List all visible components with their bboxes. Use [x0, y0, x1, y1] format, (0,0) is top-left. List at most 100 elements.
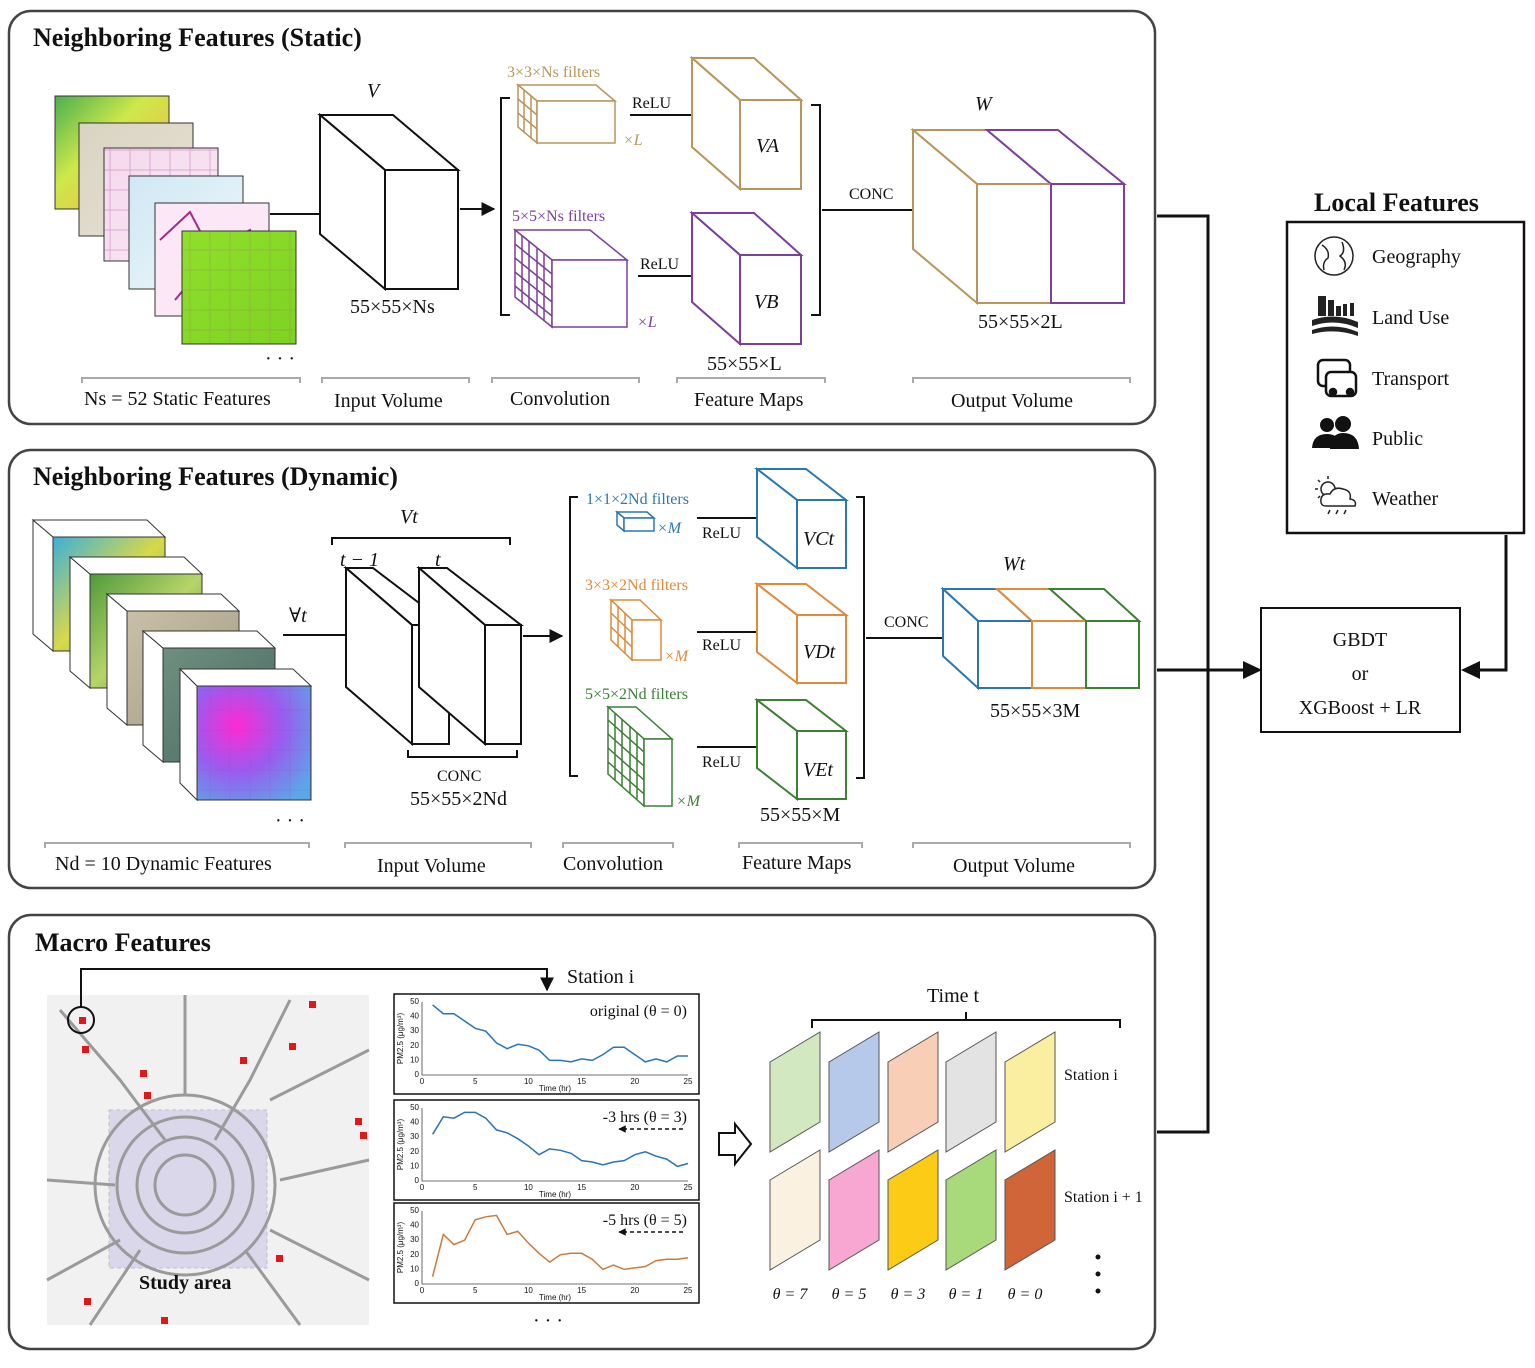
dynamic-cap-input: Input Volume — [377, 855, 486, 877]
station-tile — [828, 1031, 880, 1153]
arrow-to-model — [1243, 661, 1262, 679]
static-feature-maps — [54, 95, 297, 345]
y-tick-label: 10 — [410, 1055, 419, 1064]
series-line — [431, 1111, 689, 1168]
theta-label: θ = 3 — [891, 1286, 926, 1303]
static-output-volume — [910, 127, 1127, 306]
dynamic-filter-e — [606, 705, 674, 808]
macro-panel — [7, 913, 1157, 1351]
theta-label: θ = 1 — [949, 1286, 984, 1303]
local-item-weather: Weather — [1372, 488, 1438, 510]
x-tick-label: 25 — [684, 1183, 693, 1192]
station-tile — [945, 1031, 997, 1153]
dynamic-fm-bracket — [856, 496, 865, 779]
static-VA-label: VA — [756, 135, 780, 157]
study-area-label: Study area — [139, 1272, 231, 1294]
x-tick-label: 5 — [473, 1286, 478, 1295]
static-filter-a-label: 3×3×Ns filters — [507, 64, 600, 81]
model-line2: or — [1352, 663, 1369, 685]
y-tick-label: 50 — [410, 1206, 419, 1215]
static-times-l-a: ×L — [623, 132, 643, 149]
y-tick-label: 0 — [415, 1176, 420, 1185]
y-tick-label: 30 — [410, 1235, 419, 1244]
dynamic-Wt-label: Wt — [1003, 553, 1026, 575]
y-tick-label: 20 — [410, 1250, 419, 1259]
y-tick-label: 10 — [410, 1161, 419, 1170]
static-input-volume — [317, 112, 461, 292]
y-axis-label: PM2.5 (μg/m³) — [396, 1119, 405, 1171]
static-conc: CONC — [849, 186, 893, 203]
static-fm-bracket — [811, 104, 821, 316]
dynamic-relu-c: ReLU — [702, 525, 742, 542]
station-tile — [769, 1149, 821, 1271]
static-filter-b-label: 5×5×Ns filters — [512, 208, 605, 225]
y-tick-label: 0 — [415, 1279, 420, 1288]
dynamic-caption-rules — [44, 842, 1131, 848]
static-filter-a — [515, 83, 618, 145]
static-out-dims: 55×55×2L — [978, 311, 1063, 333]
static-panel — [7, 9, 1157, 426]
chart-frame — [393, 1202, 700, 1304]
arrow-local-to-model — [1461, 661, 1480, 679]
station-i-arrow — [80, 968, 554, 1007]
y-tick-label: 50 — [410, 1103, 419, 1112]
y-tick-label: 40 — [410, 1221, 419, 1230]
dynamic-dots: · · · — [275, 810, 305, 832]
local-item-public: Public — [1372, 428, 1423, 450]
dynamic-conv-bracket — [569, 496, 578, 777]
dynamic-filter-c-label: 1×1×2Nd filters — [586, 491, 689, 508]
chart-shift-label: original (θ = 0) — [590, 1003, 687, 1020]
static-input-dims: 55×55×Ns — [350, 296, 435, 318]
static-V-label: V — [367, 80, 382, 102]
y-axis-label: PM2.5 (μg/m³) — [396, 1013, 405, 1065]
station-tile — [887, 1149, 939, 1271]
x-tick-label: 10 — [524, 1286, 533, 1295]
static-cap-input: Input Volume — [334, 390, 443, 412]
dynamic-cap-features: Nd = 10 Dynamic Features — [55, 853, 272, 875]
static-cap-out: Output Volume — [951, 390, 1073, 412]
static-fm-dims: 55×55×L — [707, 353, 782, 375]
local-title: Local Features — [1314, 188, 1479, 217]
study-area-map — [46, 995, 370, 1326]
x-tick-label: 5 — [473, 1077, 478, 1086]
static-caption-rules — [81, 377, 1131, 383]
local-item-transport: Transport — [1372, 368, 1449, 390]
station-tile — [828, 1149, 880, 1271]
dynamic-vt-bracket — [331, 537, 511, 545]
station-tile — [1004, 1031, 1056, 1153]
dynamic-input-dims: 55×55×2Nd — [410, 788, 507, 810]
series-line — [431, 1214, 689, 1277]
y-tick-label: 40 — [410, 1012, 419, 1021]
dynamic-cap-fm: Feature Maps — [742, 852, 852, 874]
x-tick-label: 20 — [630, 1077, 639, 1086]
x-tick-label: 0 — [420, 1286, 425, 1295]
dynamic-cap-out: Output Volume — [953, 855, 1075, 877]
dynamic-panel — [7, 448, 1157, 890]
charts-dots: · · · — [533, 1310, 563, 1332]
y-tick-label: 0 — [415, 1070, 420, 1079]
y-tick-label: 50 — [410, 997, 419, 1006]
y-tick-label: 20 — [410, 1147, 419, 1156]
station-tile — [945, 1149, 997, 1271]
chart-axes — [421, 1211, 688, 1285]
dynamic-times-m-c: ×M — [657, 520, 683, 537]
macro-title: Macro Features — [35, 928, 211, 957]
x-tick-label: 15 — [577, 1286, 586, 1295]
connector-lines — [1157, 214, 1508, 1134]
time-t-label: Time t — [927, 985, 980, 1007]
local-item-land-use: Land Use — [1372, 307, 1449, 329]
dynamic-feature-map-d — [754, 581, 849, 686]
static-times-l-b: ×L — [637, 314, 657, 331]
x-tick-label: 20 — [630, 1286, 639, 1295]
y-tick-label: 20 — [410, 1041, 419, 1050]
dynamic-filter-d — [609, 598, 663, 662]
series-line — [432, 1004, 688, 1063]
theta-label: θ = 5 — [832, 1286, 867, 1303]
hollow-arrow — [718, 1121, 753, 1167]
x-tick-label: 15 — [577, 1183, 586, 1192]
x-axis-label: Time (hr) — [539, 1190, 571, 1199]
static-feature-map-a — [689, 55, 804, 192]
